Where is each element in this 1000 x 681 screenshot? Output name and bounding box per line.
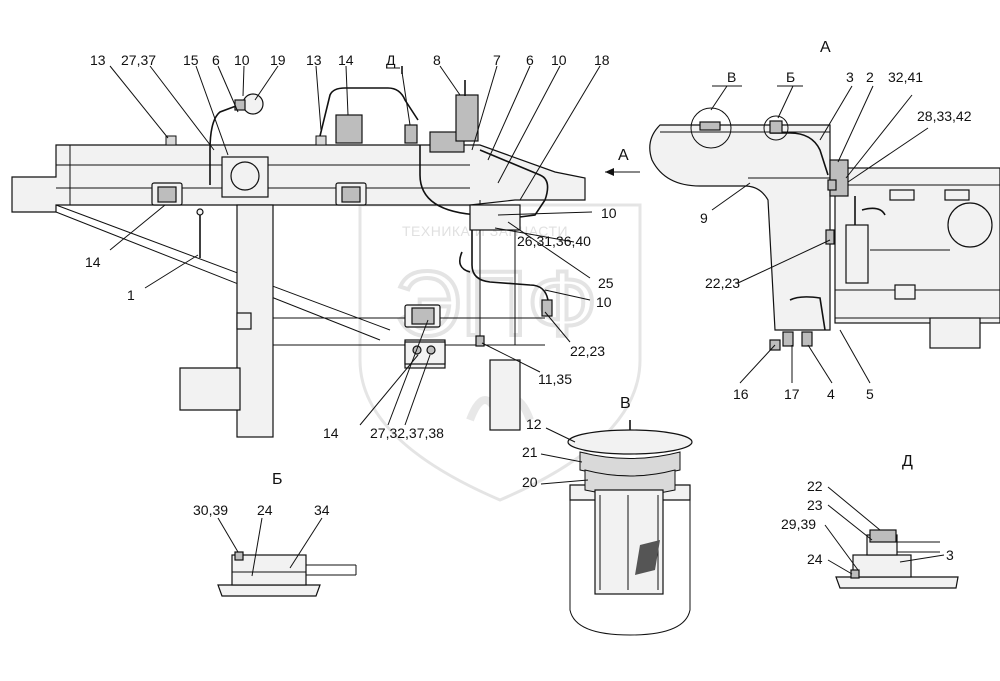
label-17: 17 <box>784 386 800 402</box>
label-16: 16 <box>733 386 749 402</box>
label-D: Д <box>386 52 396 68</box>
label-2: 2 <box>866 69 874 85</box>
label-3: 3 <box>846 69 854 85</box>
label-10: 10 <box>601 205 617 221</box>
label-15: 15 <box>183 52 199 68</box>
label-12: 12 <box>526 416 542 432</box>
arrow-a-label: А <box>618 147 629 164</box>
frame-beam <box>11 144 586 213</box>
view-v-title: В <box>620 395 631 412</box>
label-26-31-36-40: 26,31,36,40 <box>517 233 591 249</box>
label-11-35: 11,35 <box>538 371 572 387</box>
label-14: 14 <box>338 52 354 68</box>
label-24: 24 <box>257 502 273 518</box>
label-22: 22 <box>807 478 823 494</box>
leader-lines-a <box>710 85 929 384</box>
bracket-27 <box>404 341 446 365</box>
label-28-33-42: 28,33,42 <box>917 108 972 124</box>
view-d: Д 22 23 29,39 24 3 <box>781 453 959 589</box>
label-8: 8 <box>433 52 441 68</box>
label-14: 14 <box>323 425 339 441</box>
valve-2 <box>829 159 849 197</box>
label-23: 23 <box>807 497 823 513</box>
label-1: 1 <box>127 287 135 303</box>
label-18: 18 <box>594 52 610 68</box>
label-24: 24 <box>807 551 823 567</box>
label-9: 9 <box>700 210 708 226</box>
labels-main: 13 27,37 15 6 10 19 13 14 Д 8 7 6 10 18 … <box>85 52 617 441</box>
main-view <box>11 80 586 438</box>
view-a: А А <box>605 39 1000 351</box>
label-10: 10 <box>596 294 612 310</box>
label-19: 19 <box>270 52 286 68</box>
label-10: 10 <box>551 52 567 68</box>
tank-body <box>649 124 831 331</box>
filter-14 <box>335 114 363 144</box>
filter-element-20 <box>594 489 664 595</box>
label-25: 25 <box>598 275 614 291</box>
label-5: 5 <box>866 386 874 402</box>
bracket-34 <box>231 554 307 586</box>
label-13: 13 <box>306 52 322 68</box>
view-d-title: Д <box>902 453 913 470</box>
label-3: 3 <box>946 547 954 563</box>
label-27-32-37-38: 27,32,37,38 <box>370 425 444 441</box>
label-32-41: 32,41 <box>888 69 923 85</box>
watermark-monogram: ЭПФ <box>395 253 597 355</box>
label-6: 6 <box>526 52 534 68</box>
label-34: 34 <box>314 502 330 518</box>
leader-lines-main <box>109 65 601 426</box>
labels-a: В Б 3 2 32,41 28,33,42 9 22,23 16 17 4 5 <box>700 69 972 402</box>
label-10: 10 <box>234 52 250 68</box>
filter-right <box>845 224 869 284</box>
label-30-39: 30,39 <box>193 502 228 518</box>
label-22-23: 22,23 <box>570 343 605 359</box>
label-29-39: 29,39 <box>781 516 816 532</box>
label-13: 13 <box>90 52 106 68</box>
label-view-b: В <box>727 69 736 85</box>
label-14: 14 <box>85 254 101 270</box>
view-v: В 12 21 20 <box>522 395 693 636</box>
valve-8 <box>455 94 479 142</box>
view-b-title: Б <box>272 471 283 488</box>
label-7: 7 <box>493 52 501 68</box>
view-b: Б 30,39 24 34 <box>193 471 357 597</box>
label-27-37: 27,37 <box>121 52 156 68</box>
label-20: 20 <box>522 474 538 490</box>
view-d-marker <box>386 66 403 74</box>
label-4: 4 <box>827 386 835 402</box>
label-21: 21 <box>522 444 538 460</box>
label-6: 6 <box>212 52 220 68</box>
watermark-shield: ТЕХНИКА И ЗАПЧАСТИ ЭПФ <box>358 203 642 502</box>
view-a-title: А <box>820 39 831 56</box>
label-22-23: 22,23 <box>705 275 740 291</box>
label-view-b2: Б <box>786 69 795 85</box>
